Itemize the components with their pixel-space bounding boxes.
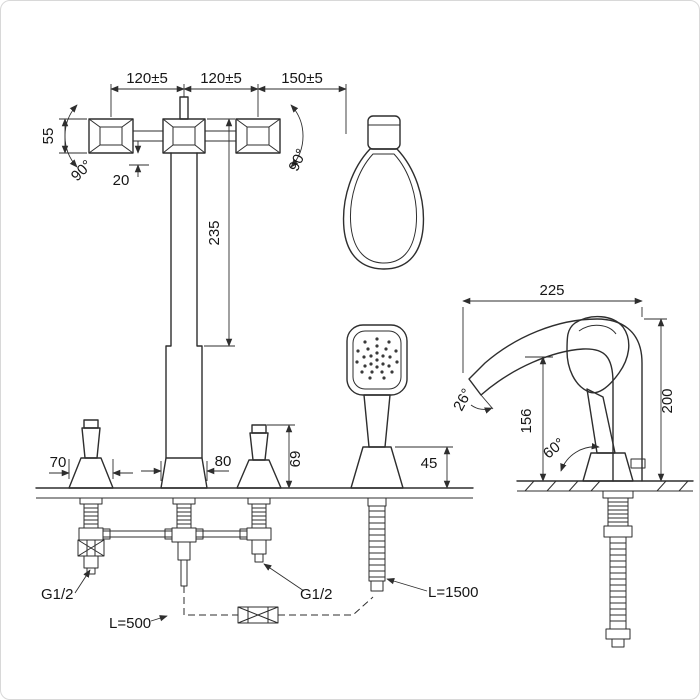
spray-nozzles — [355, 337, 399, 380]
dim-label-20: 20 — [113, 172, 130, 189]
dim-225: 225 — [462, 282, 643, 373]
dim-45: 45 — [395, 446, 453, 489]
dim-55: 55 — [40, 118, 87, 154]
dim-label-69: 69 — [287, 451, 304, 468]
label-g12-left: G1/2 — [41, 586, 74, 603]
dim-label-80: 80 — [215, 453, 232, 470]
dim-80: 80 — [141, 453, 231, 481]
dim-label-45: 45 — [421, 455, 438, 472]
dim-label-120-right: 120±5 — [200, 70, 242, 87]
dim-label-235: 235 — [206, 220, 223, 245]
left-valve — [77, 497, 105, 575]
front-view — [35, 96, 474, 499]
left-handle-top — [88, 118, 134, 154]
dim-156: 156 — [518, 356, 553, 482]
inline-connector — [237, 606, 279, 624]
dim-label-55: 55 — [40, 128, 57, 145]
dim-label-60: 60° — [540, 435, 568, 463]
spout-escutcheon — [160, 457, 208, 489]
left-handle-body — [68, 419, 114, 489]
dimensions: 120±5 120±5 150±5 55 90° 90° 20 — [40, 70, 676, 632]
label-g12-right: G1/2 — [300, 586, 333, 603]
side-view — [468, 316, 694, 648]
dim-70: 70 — [49, 454, 133, 479]
dim-235: 235 — [204, 118, 235, 347]
label-l500: L=500 — [109, 615, 151, 632]
dim-label-150: 150±5 — [281, 70, 323, 87]
label-l1500: L=1500 — [428, 584, 478, 601]
shower-holder — [350, 446, 404, 489]
dim-69: 69 — [267, 424, 304, 489]
holder-knob — [630, 458, 646, 469]
hose-circuit — [183, 586, 374, 624]
dim-label-26: 26° — [450, 386, 476, 414]
dim-label-70: 70 — [50, 454, 67, 471]
dim-threads-hoses: G1/2 G1/2 L=500 L=1500 — [41, 563, 478, 632]
dim-60: 60° — [540, 435, 600, 472]
right-valve — [246, 497, 272, 563]
right-handle-body — [236, 424, 282, 489]
hand-shower-side — [566, 316, 646, 482]
dim-200: 200 — [644, 318, 676, 482]
dim-20: 20 — [113, 141, 149, 189]
shower-handle — [363, 394, 391, 448]
hand-shower-front — [346, 324, 408, 592]
shower-hose-front — [367, 497, 387, 592]
center-valve — [171, 497, 197, 587]
connecting-pipes — [102, 528, 248, 540]
center-handle-top — [162, 96, 206, 154]
hand-shower-back-view — [342, 115, 425, 270]
dim-label-225: 225 — [539, 282, 564, 299]
spout-column — [165, 152, 203, 459]
dim-label-200: 200 — [659, 388, 676, 413]
dim-label-156: 156 — [518, 408, 535, 433]
dim-label-90-right: 90° — [285, 146, 310, 174]
shower-hose-side — [602, 490, 634, 648]
deck-hatching — [524, 480, 689, 492]
dim-label-120-left: 120±5 — [126, 70, 168, 87]
right-handle-top — [235, 118, 281, 154]
dim-90-right: 90° — [285, 104, 310, 174]
dim-top-chain: 120±5 120±5 150±5 — [110, 70, 347, 134]
below-deck-assembly — [77, 497, 374, 624]
dim-90-left: 90° — [64, 104, 96, 185]
